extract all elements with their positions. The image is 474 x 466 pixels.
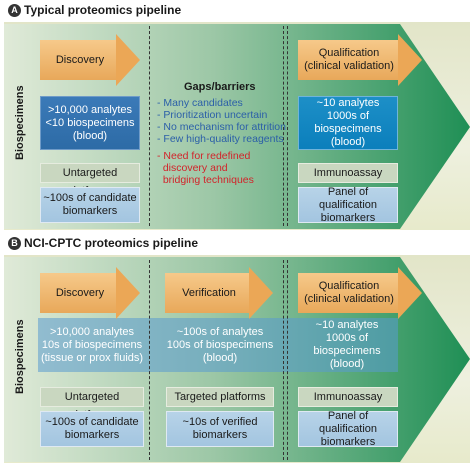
gap-item-1: - Many candidates	[157, 97, 243, 109]
panel-a-analytes-discovery: >10,000 analytes<10 biospecimens(blood)	[40, 96, 140, 150]
gaps-barriers-title: Gaps/barriers	[184, 81, 256, 93]
gap-item-2: - Prioritization uncertain	[157, 109, 268, 121]
panel-b-title: NCI-CPTC proteomics pipeline	[24, 236, 199, 250]
panel-b-platform-immunoassay: Immunoassay	[298, 387, 398, 407]
panel-a-title: Typical proteomics pipeline	[24, 3, 182, 17]
panel-b-platform-untargeted: Untargeted platforms	[40, 387, 144, 421]
gap-need-2: discovery and	[157, 162, 228, 174]
panel-b-stage-qualification: Qualification(clinical validation)	[298, 267, 422, 319]
panel-b-divider-2	[283, 260, 284, 460]
panel-a-stage-qualification: Qualification(clinical validation)	[298, 34, 422, 86]
panel-b-divider-3	[287, 260, 288, 460]
panel-b-letter: B	[8, 237, 21, 250]
gap-item-4: - Few high-quality reagents	[157, 133, 284, 145]
panel-b-stage-discovery: Discovery	[40, 267, 140, 319]
panel-a-stage-discovery: Discovery	[40, 34, 140, 86]
panel-a-platform-untargeted: Untargeted platforms	[40, 163, 140, 197]
panel-b-stage-verification: Verification	[165, 267, 273, 319]
panel-b-divider-1	[149, 260, 150, 460]
gap-need-1: - Need for redefined	[157, 150, 251, 162]
gap-item-3: - No mechanism for attrition	[157, 121, 286, 133]
panel-b-biospecimens-label: Biospecimens	[14, 319, 26, 394]
panel-a-platform-immunoassay: Immunoassay	[298, 163, 398, 183]
gap-need-3: bridging techniques	[157, 174, 254, 186]
panel-a-biospecimens-label: Biospecimens	[14, 85, 26, 160]
panel-b-platform-targeted: Targeted platforms	[166, 387, 274, 407]
panel-a-divider-2	[283, 26, 284, 226]
panel-a-divider-3	[287, 26, 288, 226]
panel-a-letter: A	[8, 4, 21, 17]
panel-a-divider-1	[149, 26, 150, 226]
